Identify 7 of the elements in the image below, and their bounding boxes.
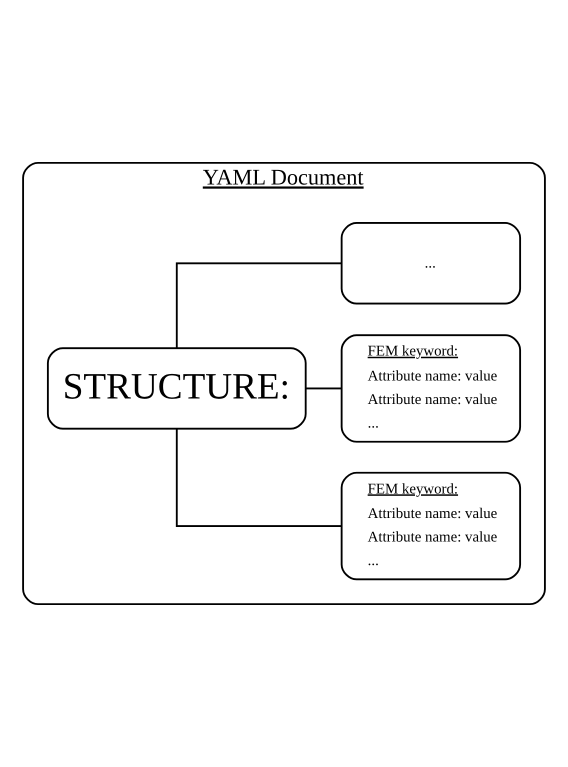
node-box: FEM keyword: Attribute name: value Attribute name: value ... xyxy=(340,472,522,580)
node-box: FEM keyword: Attribute name: value Attribute name: value ... xyxy=(340,334,522,443)
connector xyxy=(306,388,342,390)
connector xyxy=(176,429,342,527)
connector xyxy=(176,262,342,348)
node-box: STRUCTURE: xyxy=(46,347,307,430)
node-box: ... xyxy=(340,222,522,304)
